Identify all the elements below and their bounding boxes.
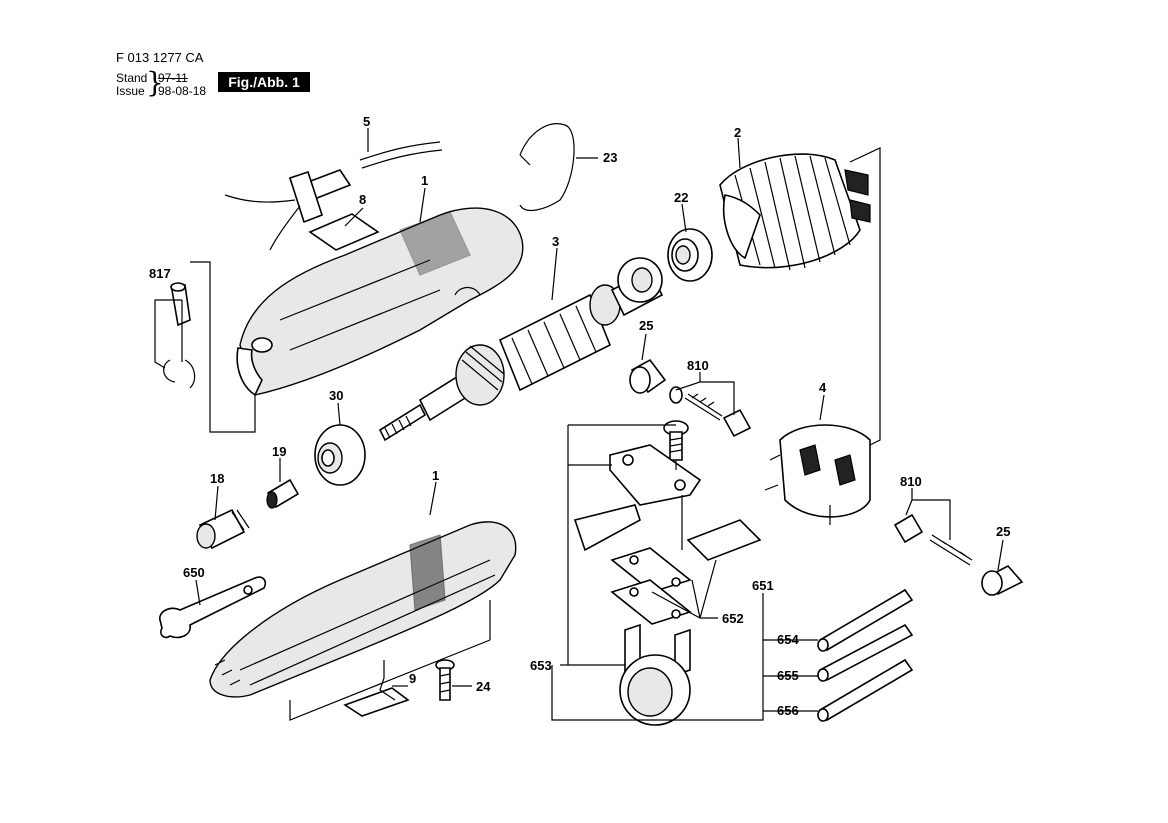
callout-23: 23 xyxy=(603,150,617,165)
callout-650: 650 xyxy=(183,565,205,580)
callout-25-upper: 25 xyxy=(639,318,653,333)
collet-nut xyxy=(196,508,250,550)
callout-1: 1 xyxy=(421,173,428,188)
figure-label: Fig./Abb. 1 xyxy=(218,72,310,92)
callout-817: 817 xyxy=(149,266,171,281)
screw-upper xyxy=(663,420,689,461)
stand-label: Stand xyxy=(116,71,148,85)
collet xyxy=(266,478,300,509)
callout-1-lower: 1 xyxy=(432,468,439,483)
armature xyxy=(378,257,664,442)
callout-651: 651 xyxy=(752,578,774,593)
callout-653: 653 xyxy=(530,658,552,673)
callout-19: 19 xyxy=(272,444,286,459)
brush-holder xyxy=(764,424,871,525)
stand-value: 97-11 xyxy=(158,71,188,85)
field-coil xyxy=(719,153,871,271)
callout-652: 652 xyxy=(722,611,744,626)
callout-8: 8 xyxy=(359,192,366,207)
callout-25-lower: 25 xyxy=(996,524,1010,539)
callout-810-upper: 810 xyxy=(687,358,709,373)
attachment-bracket xyxy=(573,444,702,552)
housing-assembly xyxy=(236,207,524,397)
callout-5: 5 xyxy=(363,114,370,129)
power-cord xyxy=(224,141,443,251)
sleeve-rods xyxy=(817,588,914,722)
callout-2: 2 xyxy=(734,125,741,140)
callout-654: 654 xyxy=(777,632,799,647)
screw-24 xyxy=(435,659,455,701)
callout-655: 655 xyxy=(777,668,799,683)
spring-clip xyxy=(163,282,196,389)
issue-label: Issue xyxy=(116,84,145,98)
brace-glyph: } xyxy=(146,66,164,99)
callout-9: 9 xyxy=(409,671,416,686)
label-plate xyxy=(308,213,380,251)
callout-22: 22 xyxy=(674,190,688,205)
callout-810-lower: 810 xyxy=(900,474,922,489)
callout-18: 18 xyxy=(210,471,224,486)
hanger-bracket xyxy=(519,123,575,212)
document-id: F 013 1277 CA xyxy=(116,50,204,65)
circular-guide xyxy=(619,623,691,726)
brush-spring-lower xyxy=(893,513,973,566)
gasket-plates xyxy=(610,519,762,625)
carbon-brush-upper xyxy=(629,358,667,394)
callout-30: 30 xyxy=(329,388,343,403)
label-plate-9 xyxy=(343,687,410,717)
callout-656: 656 xyxy=(777,703,799,718)
callout-4: 4 xyxy=(819,380,827,395)
brush-spring-upper xyxy=(669,386,752,438)
callout-24: 24 xyxy=(476,679,491,694)
bearing-30 xyxy=(314,424,366,486)
issue-value: 98-08-18 xyxy=(158,84,207,98)
callout-3: 3 xyxy=(552,234,559,249)
callout-labels: 5 23 1 8 2 22 3 817 25 810 4 30 19 18 1 … xyxy=(149,114,1010,718)
carbon-brush-lower xyxy=(981,564,1024,596)
housing-half xyxy=(209,521,517,698)
bearing-22 xyxy=(667,228,713,282)
leader-lines xyxy=(154,128,1004,721)
wrench xyxy=(159,576,267,639)
